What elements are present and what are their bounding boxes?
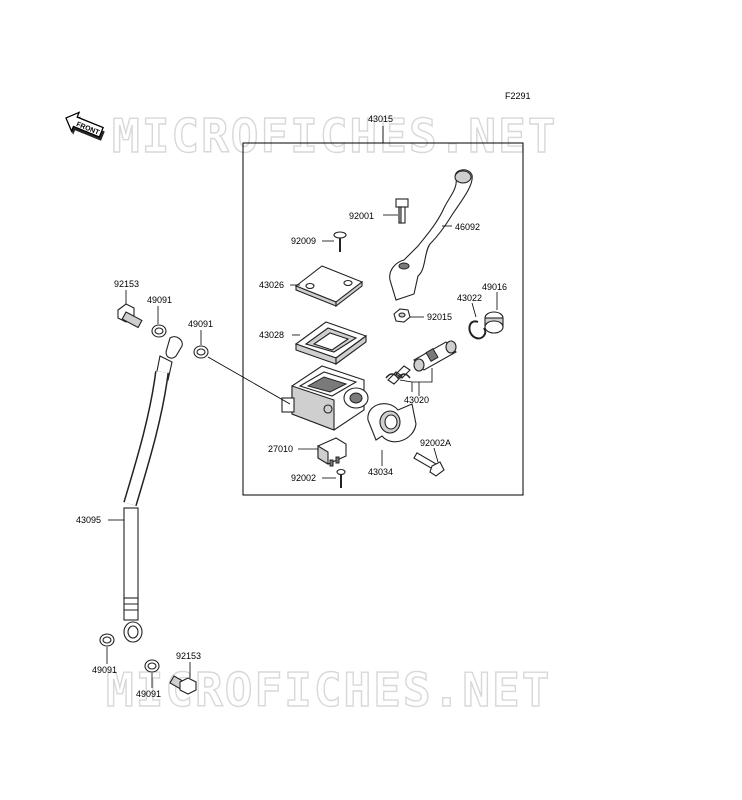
brake-hose-43095 <box>123 336 183 643</box>
screw-92002 <box>336 468 346 488</box>
watermark-top: MICROFICHES.NET <box>112 109 557 163</box>
label-43022: 43022 <box>457 293 482 303</box>
label-92002A: 92002A <box>420 438 451 448</box>
clamp-43034 <box>367 403 417 443</box>
screw-92009 <box>333 231 347 252</box>
label-43026: 43026 <box>259 280 284 290</box>
label-43015: 43015 <box>368 114 393 124</box>
label-92015: 92015 <box>427 312 452 322</box>
diaphragm-43028 <box>294 321 368 366</box>
bolt-92001 <box>395 198 409 224</box>
label-43095: 43095 <box>76 515 101 525</box>
banjo-bolt-92153-bottom <box>169 675 197 695</box>
washer-49091-bottom-2 <box>144 659 160 673</box>
cap-43026 <box>294 265 364 308</box>
label-43020: 43020 <box>404 395 429 405</box>
label-49091-top-1: 49091 <box>147 295 172 305</box>
washer-49091-top-2 <box>193 345 209 359</box>
washer-49091-top-1 <box>151 324 167 338</box>
watermark-bottom: MICROFICHES.NET <box>106 663 551 717</box>
label-27010: 27010 <box>268 444 293 454</box>
label-92009: 92009 <box>291 236 316 246</box>
banjo-bolt-92153-top <box>117 303 143 329</box>
label-49091-top-2: 49091 <box>188 319 213 329</box>
nut-92015 <box>393 308 411 323</box>
figure-code: F2291 <box>505 91 531 101</box>
label-49091-bottom-1: 49091 <box>92 665 117 675</box>
label-49091-bottom-2: 49091 <box>136 689 161 699</box>
lever-46092 <box>389 169 473 301</box>
label-92153-bottom: 92153 <box>176 651 201 661</box>
label-43034: 43034 <box>368 467 393 477</box>
switch-27010 <box>317 437 347 467</box>
master-cylinder-body <box>281 365 369 431</box>
bushing-49016 <box>484 311 504 334</box>
label-92002: 92002 <box>291 473 316 483</box>
washer-49091-bottom-1 <box>99 633 115 647</box>
circlip-43022 <box>468 320 487 340</box>
piston-kit-43020 <box>385 340 457 385</box>
bolt-92002A <box>413 452 445 477</box>
label-43028: 43028 <box>259 330 284 340</box>
label-46092: 46092 <box>455 222 480 232</box>
label-92153-top: 92153 <box>114 279 139 289</box>
assembly-box <box>242 142 524 496</box>
front-arrow-icon: FRONT <box>65 111 105 141</box>
label-92001: 92001 <box>349 211 374 221</box>
label-49016: 49016 <box>482 282 507 292</box>
